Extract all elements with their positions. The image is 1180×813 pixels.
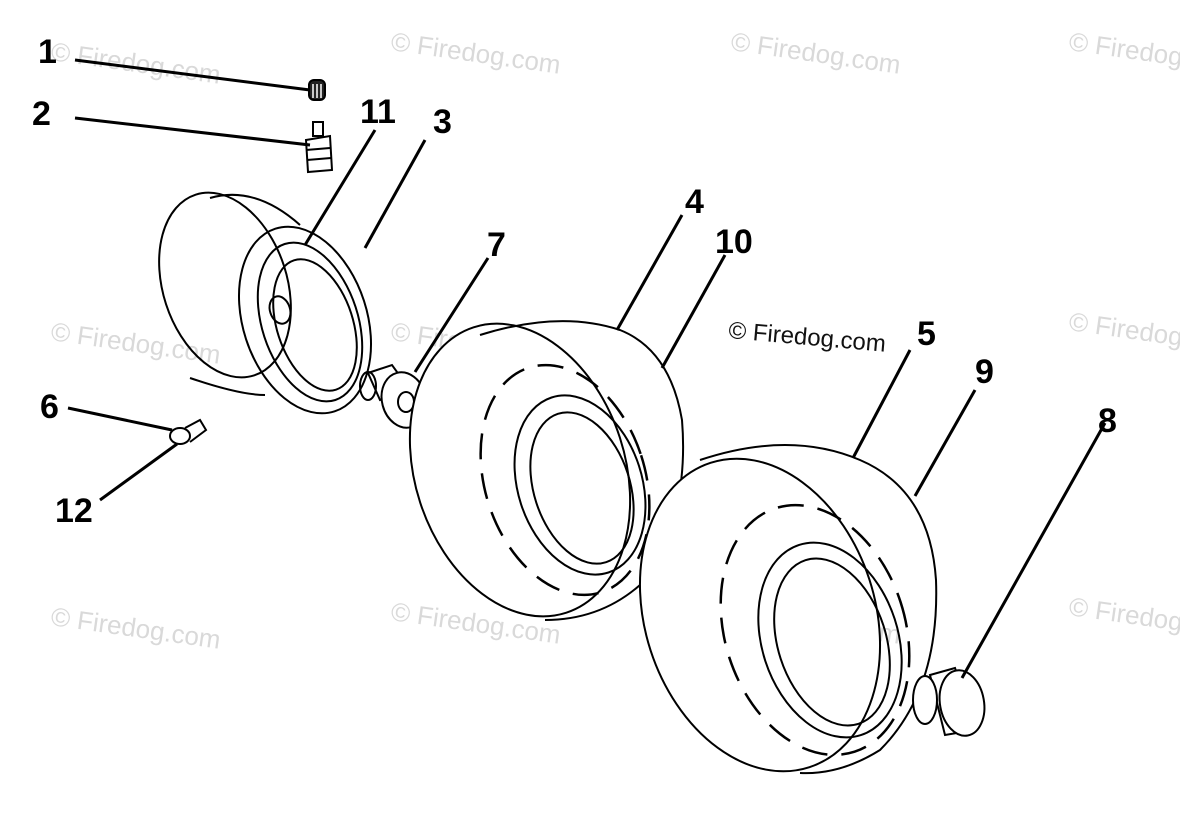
callout-1: 1: [38, 33, 57, 71]
valve-cap-part: [308, 79, 326, 101]
rear-tire-part: [638, 444, 938, 775]
callout-7: 7: [487, 226, 506, 264]
watermark: © Firedog.com: [49, 601, 222, 654]
leader-lines: [67, 58, 1107, 679]
leader-line-4: [615, 214, 684, 331]
front-tire-part: [408, 320, 685, 621]
leader-line-12: [99, 442, 178, 502]
watermark: © Firedog.com: [49, 316, 222, 369]
callout-labels: 1 2 3 4 5 6 7 8 9 10 11 12: [32, 33, 1117, 530]
watermark: © Firedog.com: [389, 26, 562, 79]
grease-fitting-part: [169, 418, 208, 445]
valve-stem-part: [304, 121, 334, 174]
watermark: © Firedog.com: [1067, 591, 1180, 644]
hub-cap-part: [912, 666, 986, 737]
watermark: © Firedog.com: [1067, 26, 1180, 79]
callout-11: 11: [360, 93, 396, 131]
leader-line-5: [851, 349, 912, 459]
callout-9: 9: [975, 353, 994, 391]
leader-line-6: [67, 406, 173, 432]
callout-10: 10: [715, 223, 753, 261]
leader-line-3: [363, 139, 427, 249]
callout-4: 4: [685, 183, 704, 221]
leader-line-7: [413, 257, 490, 373]
wheel-rim-part: [158, 191, 373, 415]
leader-line-8: [960, 422, 1107, 679]
callout-5: 5: [917, 315, 936, 353]
watermark-prominent: © Firedog.com: [727, 317, 886, 358]
leader-line-9: [913, 389, 977, 497]
watermark: © Firedog.com: [1067, 306, 1180, 359]
leader-line-10: [660, 254, 727, 369]
callout-12: 12: [55, 492, 93, 530]
callout-2: 2: [32, 95, 51, 133]
leader-line-11: [303, 129, 377, 246]
callout-8: 8: [1098, 402, 1117, 440]
watermark: © Firedog.com: [49, 36, 222, 89]
callout-3: 3: [433, 103, 452, 141]
leader-line-1: [74, 58, 311, 92]
callout-6: 6: [40, 388, 59, 426]
leader-line-2: [74, 116, 311, 147]
watermark: © Firedog.com: [729, 26, 902, 79]
